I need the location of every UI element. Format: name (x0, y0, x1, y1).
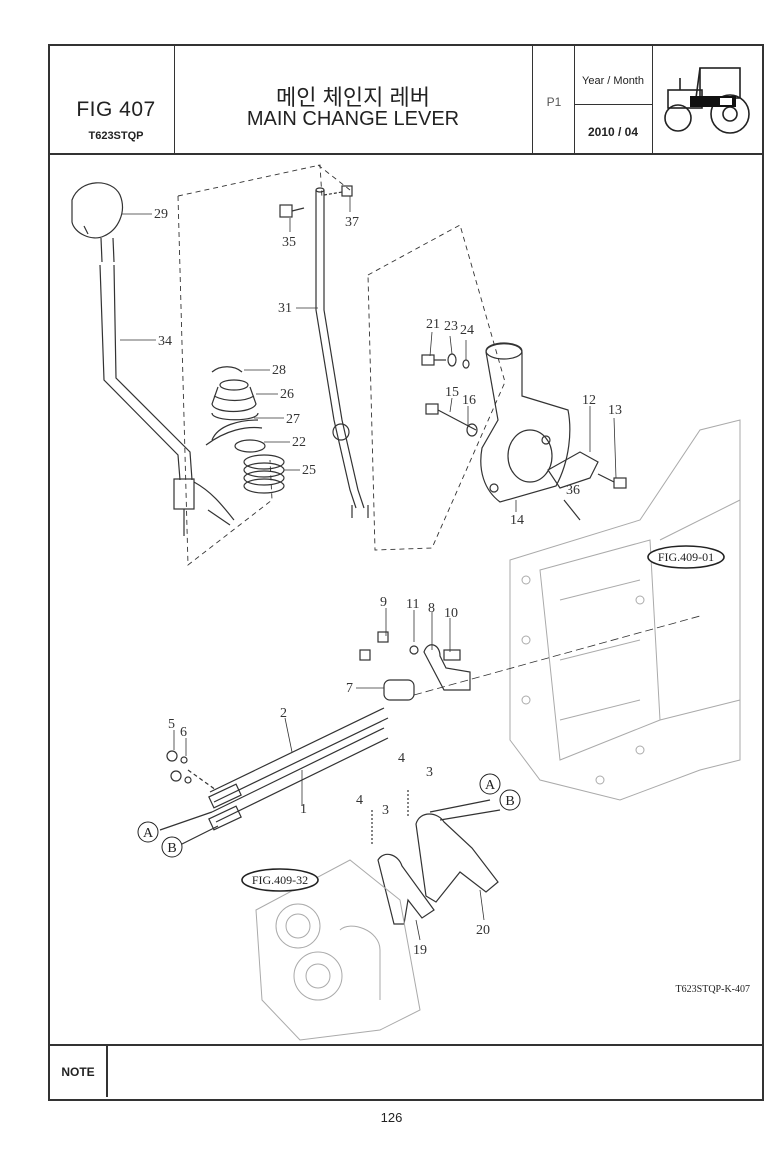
part-label: 15 (445, 385, 459, 400)
part-labels: 1 2 3 3 4 4 5 6 7 8 9 10 11 12 13 14 15 … (154, 207, 622, 958)
part-label: 4 (398, 751, 405, 766)
connector-b-left: B (167, 841, 176, 856)
part-label: 7 (346, 681, 353, 696)
part-label: 34 (158, 334, 172, 349)
date-value: 2010 / 04 (587, 125, 639, 139)
part-label: 28 (272, 363, 286, 378)
part-label: 4 (356, 793, 363, 808)
shift-rails (159, 707, 389, 847)
fig-number: FIG 407 (76, 98, 156, 121)
connector-a-right: A (485, 778, 496, 793)
transmission-case-sketch (509, 419, 741, 801)
part-label: 13 (608, 403, 622, 418)
lever-housing (480, 342, 581, 521)
control-rod (315, 187, 369, 518)
part-label: 2 (280, 706, 287, 721)
shift-forks (371, 790, 501, 925)
page-number: 126 (380, 1110, 403, 1125)
part-label: 3 (426, 765, 433, 780)
part-label: 25 (302, 463, 316, 478)
part-label: 9 (380, 595, 387, 610)
part-label: 1 (300, 802, 307, 817)
shift-lever (71, 182, 235, 536)
part-label: 23 (444, 319, 458, 334)
part-label: 20 (476, 923, 490, 938)
part-label: 6 (180, 725, 187, 740)
figure-references: FIG.409-01 FIG.409-32 (241, 545, 725, 892)
date-label: Year / Month (582, 75, 644, 87)
model-code: T623STQP (88, 130, 144, 142)
part-label: 14 (510, 513, 524, 528)
gearbox-sketch (255, 859, 421, 1041)
part-label: 5 (168, 717, 175, 732)
date-divider (574, 104, 652, 105)
connector-b-right: B (505, 794, 514, 809)
part-label: 24 (460, 323, 474, 338)
part-label: 37 (345, 215, 359, 230)
part-label: 26 (280, 387, 294, 402)
part-label: 21 (426, 317, 440, 332)
fig-ref-409-01: FIG.409-01 (658, 550, 714, 564)
fig-ref-bubble (241, 868, 319, 892)
boot-and-springs (205, 366, 285, 494)
header-divider (574, 46, 575, 153)
assembly-group-outlines (177, 164, 506, 566)
shift-arm-parts (359, 615, 701, 701)
fig-ref-bubble (647, 545, 725, 569)
connector-markers: A B A B (137, 773, 521, 858)
diagram-frame: NOTE (48, 153, 764, 1101)
header-divider (174, 46, 175, 153)
part-label: 22 (292, 435, 306, 450)
part-label: 19 (413, 943, 427, 958)
part-label: 8 (428, 601, 435, 616)
header-divider (652, 46, 653, 153)
note-label: NOTE (50, 1046, 108, 1097)
part-label: 35 (282, 235, 296, 250)
header-divider (532, 46, 533, 153)
part-label: 29 (154, 207, 168, 222)
drawing-code: T623STQP-K-407 (676, 984, 750, 995)
title-english: MAIN CHANGE LEVER (246, 108, 460, 130)
small-bolts (279, 185, 353, 218)
part-label: 31 (278, 301, 292, 316)
part-label: 11 (406, 597, 419, 612)
housing-bolts (421, 353, 627, 489)
fig-ref-409-32: FIG.409-32 (252, 873, 308, 887)
connector-a-left: A (143, 826, 154, 841)
leader-lines (120, 196, 617, 941)
part-label: 27 (286, 412, 300, 427)
tractor-icon (664, 67, 750, 134)
part-label: 3 (382, 803, 389, 818)
part-label: 36 (566, 483, 580, 498)
part-label: 12 (582, 393, 596, 408)
page-ref: P1 (546, 95, 562, 109)
exploded-parts-diagram: 1 2 3 3 4 4 5 6 7 8 9 10 11 12 13 14 15 … (71, 164, 750, 1041)
note-row: NOTE (50, 1044, 762, 1099)
part-label: 10 (444, 606, 458, 621)
title-korean: 메인 체인지 레버 (276, 85, 430, 110)
part-label: 16 (462, 393, 476, 408)
